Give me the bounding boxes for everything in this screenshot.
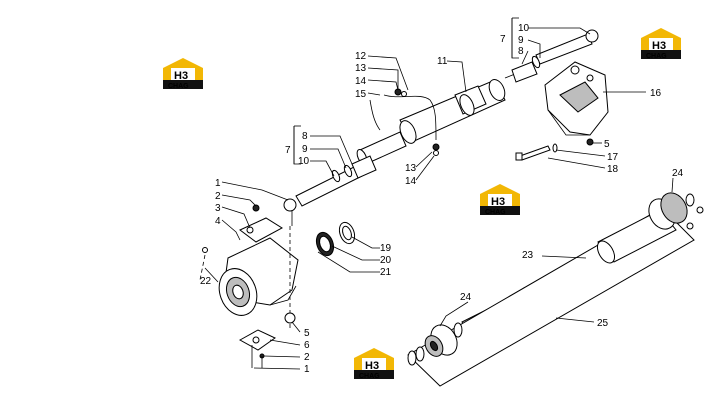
- steering-cylinder: [356, 71, 521, 165]
- watermark-logo: H3 CHAG: [163, 58, 203, 90]
- callout-25: 25: [597, 318, 609, 329]
- left-knuckle: [199, 204, 299, 368]
- watermark-logo: H3 CHAG: [641, 28, 681, 60]
- callout-11: 11: [437, 56, 448, 67]
- watermark-logo: H3 CHAG: [480, 184, 520, 216]
- callout-22: 22: [200, 276, 212, 287]
- seals: [315, 221, 356, 257]
- callout-13: 13: [355, 63, 367, 74]
- callout-24-upper: 24: [672, 168, 684, 179]
- cylinder-barrel-25: [407, 207, 695, 387]
- watermark-logo: H3 CHAG: [354, 348, 394, 380]
- svg-text:CHAG: CHAG: [359, 373, 380, 380]
- callout-21: 21: [380, 267, 392, 278]
- callout-23: 23: [522, 250, 534, 261]
- bolt-18: [515, 143, 558, 161]
- end-cap-24-bottom: [407, 322, 463, 366]
- callout-14: 14: [355, 76, 367, 87]
- callout-10-right: 10: [518, 23, 530, 34]
- callout-24-lower: 24: [460, 292, 472, 303]
- callout-17: 17: [607, 152, 619, 163]
- svg-text:H3: H3: [491, 196, 505, 208]
- callout-7-left: 7: [285, 145, 291, 156]
- callout-10-left: 10: [298, 156, 310, 167]
- svg-text:CHAG: CHAG: [168, 83, 189, 90]
- callout-8-left: 8: [302, 131, 308, 142]
- left-tie-rod: [283, 155, 377, 226]
- callout-5-right: 5: [604, 139, 610, 150]
- callout-2-lower: 2: [304, 352, 310, 363]
- callout-4: 4: [215, 216, 221, 227]
- callout-7-right: 7: [500, 34, 506, 45]
- callout-16: 16: [650, 88, 662, 99]
- callout-3: 3: [215, 203, 221, 214]
- callout-13-lower: 13: [405, 163, 417, 174]
- callout-8-right: 8: [518, 46, 524, 57]
- callout-18: 18: [607, 164, 619, 175]
- svg-text:CHAG: CHAG: [485, 209, 506, 216]
- svg-text:H3: H3: [174, 70, 188, 82]
- svg-text:CHAG: CHAG: [646, 53, 667, 60]
- svg-text:H3: H3: [652, 40, 666, 52]
- callout-20: 20: [380, 255, 392, 266]
- callout-19: 19: [380, 243, 392, 254]
- fittings-13-14: [394, 88, 440, 156]
- right-knuckle: [544, 61, 609, 146]
- callout-6: 6: [304, 340, 310, 351]
- callout-9-right: 9: [518, 35, 524, 46]
- callout-9-left: 9: [302, 144, 308, 155]
- callout-5-lower: 5: [304, 328, 310, 339]
- callout-12: 12: [355, 51, 367, 62]
- callout-2-top: 2: [215, 191, 221, 202]
- callout-1-lower: 1: [304, 364, 310, 375]
- callout-15: 15: [355, 89, 367, 100]
- callout-labels: 12 13 14 15 11 7 10 9 8 16 5 17 18 7 8 9…: [200, 23, 684, 375]
- callout-14-lower: 14: [405, 176, 417, 187]
- end-cap-24-top: [648, 192, 704, 230]
- svg-text:H3: H3: [365, 360, 379, 372]
- callout-1-top: 1: [215, 178, 221, 189]
- leader-lines: [204, 17, 674, 370]
